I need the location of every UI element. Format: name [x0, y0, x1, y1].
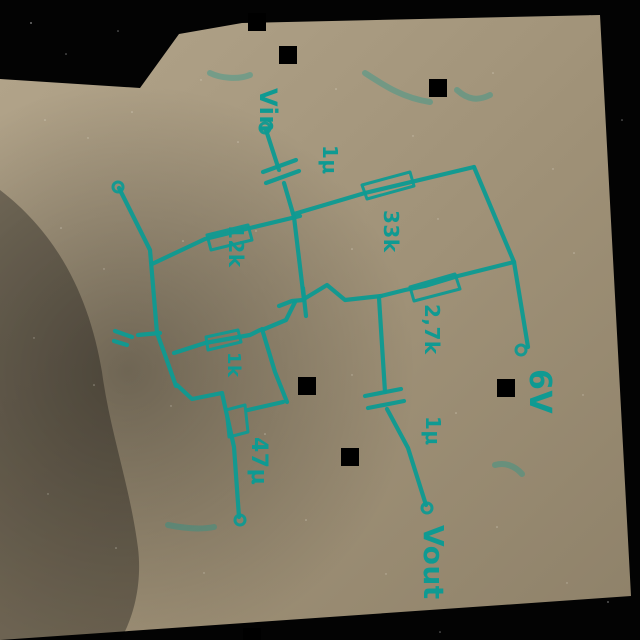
emitter-capacitor-box — [224, 403, 250, 439]
bottom-ground-loop — [174, 382, 242, 520]
square-5 — [497, 379, 515, 397]
label-2-7k: 2,7k — [420, 304, 444, 355]
left-terminal — [111, 180, 125, 194]
emitter-wire — [171, 327, 263, 356]
emitter-capacitor-right — [245, 399, 286, 413]
paper-grain — [33, 72, 584, 584]
label-output-capacitor: 1μ — [421, 416, 445, 446]
resistor-1k — [204, 328, 243, 352]
square-3 — [429, 79, 447, 97]
vin-wire — [263, 127, 282, 173]
transistor-body — [300, 285, 309, 319]
output-capacitor-plate-bottom — [365, 398, 407, 411]
collector-wire — [378, 259, 517, 299]
censor-squares — [243, 13, 515, 640]
label-vin: Vin — [254, 88, 282, 133]
label-12k: 12k — [224, 225, 248, 268]
square-1 — [248, 13, 266, 31]
resistor-12k — [205, 223, 254, 252]
transistor-emitter — [259, 299, 298, 333]
square-6 — [341, 448, 359, 466]
bottom-terminal — [233, 513, 247, 527]
label-1k: 1k — [223, 352, 244, 378]
label-6v: 6V — [522, 369, 557, 414]
square-4 — [298, 377, 316, 395]
faint-smudges — [165, 70, 525, 532]
hand-drawn-circuit — [111, 121, 531, 527]
input-capacitor-plate-right — [263, 168, 302, 186]
resistor-2-7k — [408, 272, 462, 303]
output-terminal — [420, 501, 434, 515]
vin-terminal — [258, 121, 272, 135]
emitter-right-branch — [259, 326, 290, 405]
top-bias-right-wire — [471, 164, 517, 265]
transistor-collector — [301, 282, 384, 303]
square-7 — [243, 628, 261, 640]
ground-symbol — [111, 328, 163, 348]
left-to-base-wire — [149, 213, 303, 267]
label-input-capacitor: 1μ — [318, 145, 342, 175]
supply-wire — [511, 259, 531, 350]
square-2 — [279, 46, 297, 64]
output-capacitor-plate-top — [362, 386, 404, 399]
label-47u: 47μ — [246, 437, 271, 485]
supply-terminal — [514, 343, 528, 357]
label-vout: Vout — [417, 525, 450, 600]
resistor-33k — [360, 170, 416, 201]
output-wire-top — [376, 295, 388, 395]
circuit-labels: Vin 1μ 33k 12k 2,7k 1k 47μ 1μ 6V Vout — [223, 88, 557, 600]
label-33k: 33k — [379, 210, 403, 253]
input-capacitor-plate-left — [260, 157, 299, 175]
output-wire-bottom — [384, 406, 429, 508]
transistor-base — [276, 297, 306, 309]
